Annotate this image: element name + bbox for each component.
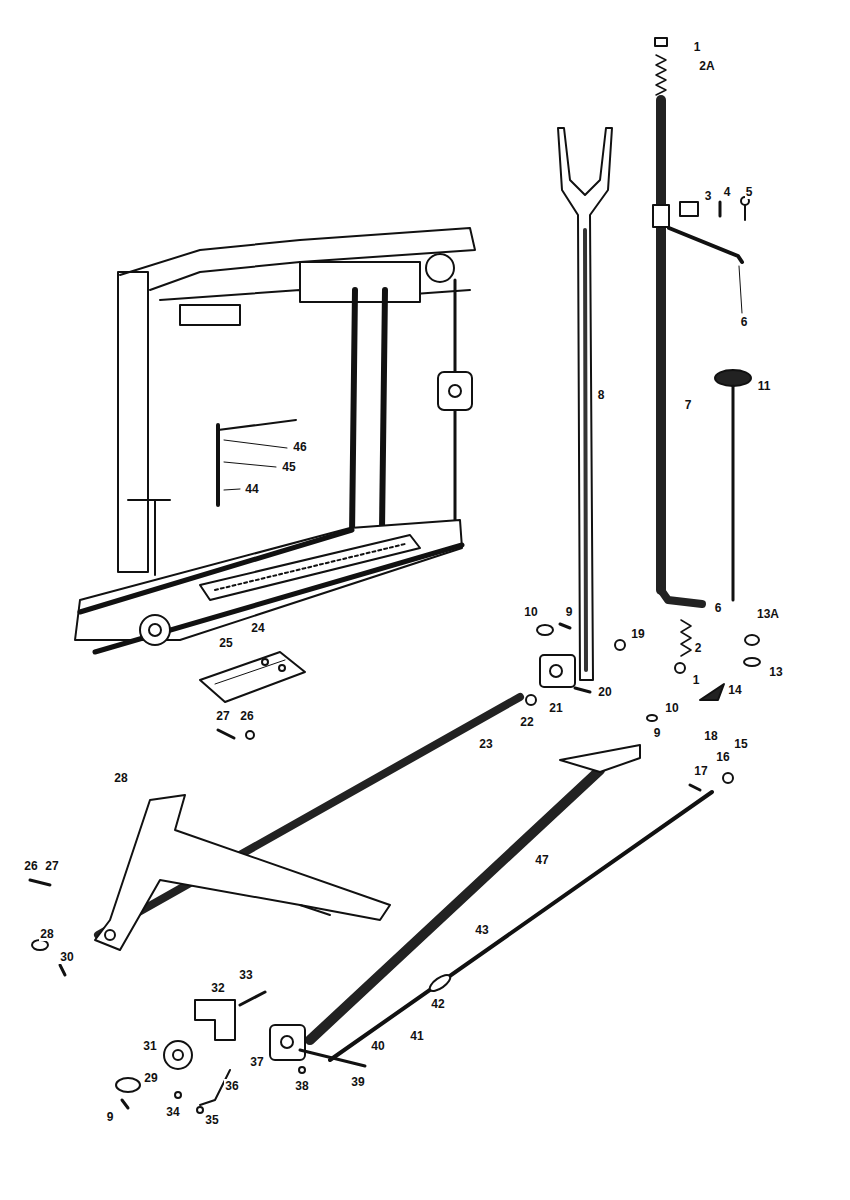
callout-number: 13A (756, 607, 780, 621)
callout-number: 23 (478, 737, 493, 751)
callout-number: 42 (430, 997, 445, 1011)
lower-rods (310, 745, 712, 1060)
vertical-rod (653, 38, 749, 604)
callout-number: 6 (740, 315, 749, 329)
callout-number: 7 (684, 398, 693, 412)
callout-number: 45 (281, 460, 296, 474)
callout-number: 35 (204, 1113, 219, 1127)
callout-number: 38 (294, 1079, 309, 1093)
callout-number: 29 (143, 1071, 158, 1085)
callout-number: 24 (250, 621, 265, 635)
callout-number: 6 (714, 601, 723, 615)
callout-number: 26 (239, 709, 254, 723)
callout-number: 1 (693, 40, 702, 54)
callout-number: 13 (768, 665, 783, 679)
callout-number: 28 (113, 771, 128, 785)
machine-frame (75, 228, 475, 652)
callout-number: 1 (692, 673, 701, 687)
callout-number: 20 (597, 685, 612, 699)
callout-number: 33 (238, 968, 253, 982)
callout-number: 30 (59, 950, 74, 964)
callout-number: 22 (519, 715, 534, 729)
callout-number: 2 (694, 641, 703, 655)
callout-number: 18 (703, 729, 718, 743)
callout-number: 25 (218, 636, 233, 650)
callout-number: 2A (698, 59, 715, 73)
callout-number: 21 (548, 701, 563, 715)
knob-assembly (647, 370, 760, 790)
callout-number: 4 (723, 185, 732, 199)
callout-number: 16 (715, 750, 730, 764)
callout-number: 17 (693, 764, 708, 778)
callout-number: 9 (106, 1110, 115, 1124)
callout-number: 26 (23, 859, 38, 873)
callout-number: 32 (210, 981, 225, 995)
callout-number: 14 (727, 683, 742, 697)
inset-lever (218, 420, 296, 505)
bracket (30, 795, 390, 975)
callout-number: 36 (224, 1079, 239, 1093)
callout-number: 3 (704, 189, 713, 203)
callout-number: 46 (292, 440, 307, 454)
callout-number: 27 (215, 709, 230, 723)
callout-number: 31 (142, 1039, 157, 1053)
callout-number: 10 (664, 701, 679, 715)
fork-lever (526, 128, 625, 705)
callout-number: 10 (523, 605, 538, 619)
callout-number: 28 (39, 927, 54, 941)
callout-number: 43 (474, 923, 489, 937)
callout-number: 37 (249, 1055, 264, 1069)
callout-number: 9 (653, 726, 662, 740)
callout-number: 27 (44, 859, 59, 873)
callout-number: 34 (165, 1105, 180, 1119)
lower-parts (116, 992, 365, 1113)
callout-number: 5 (745, 185, 754, 199)
callout-number: 47 (534, 853, 549, 867)
callout-number: 15 (733, 737, 748, 751)
callout-number: 39 (350, 1075, 365, 1089)
callout-number: 11 (757, 379, 772, 393)
callout-number: 41 (409, 1029, 424, 1043)
callout-number: 9 (565, 605, 574, 619)
callout-number: 19 (630, 627, 645, 641)
callout-number: 8 (597, 388, 606, 402)
callout-number: 40 (370, 1039, 385, 1053)
callout-number: 44 (244, 482, 259, 496)
